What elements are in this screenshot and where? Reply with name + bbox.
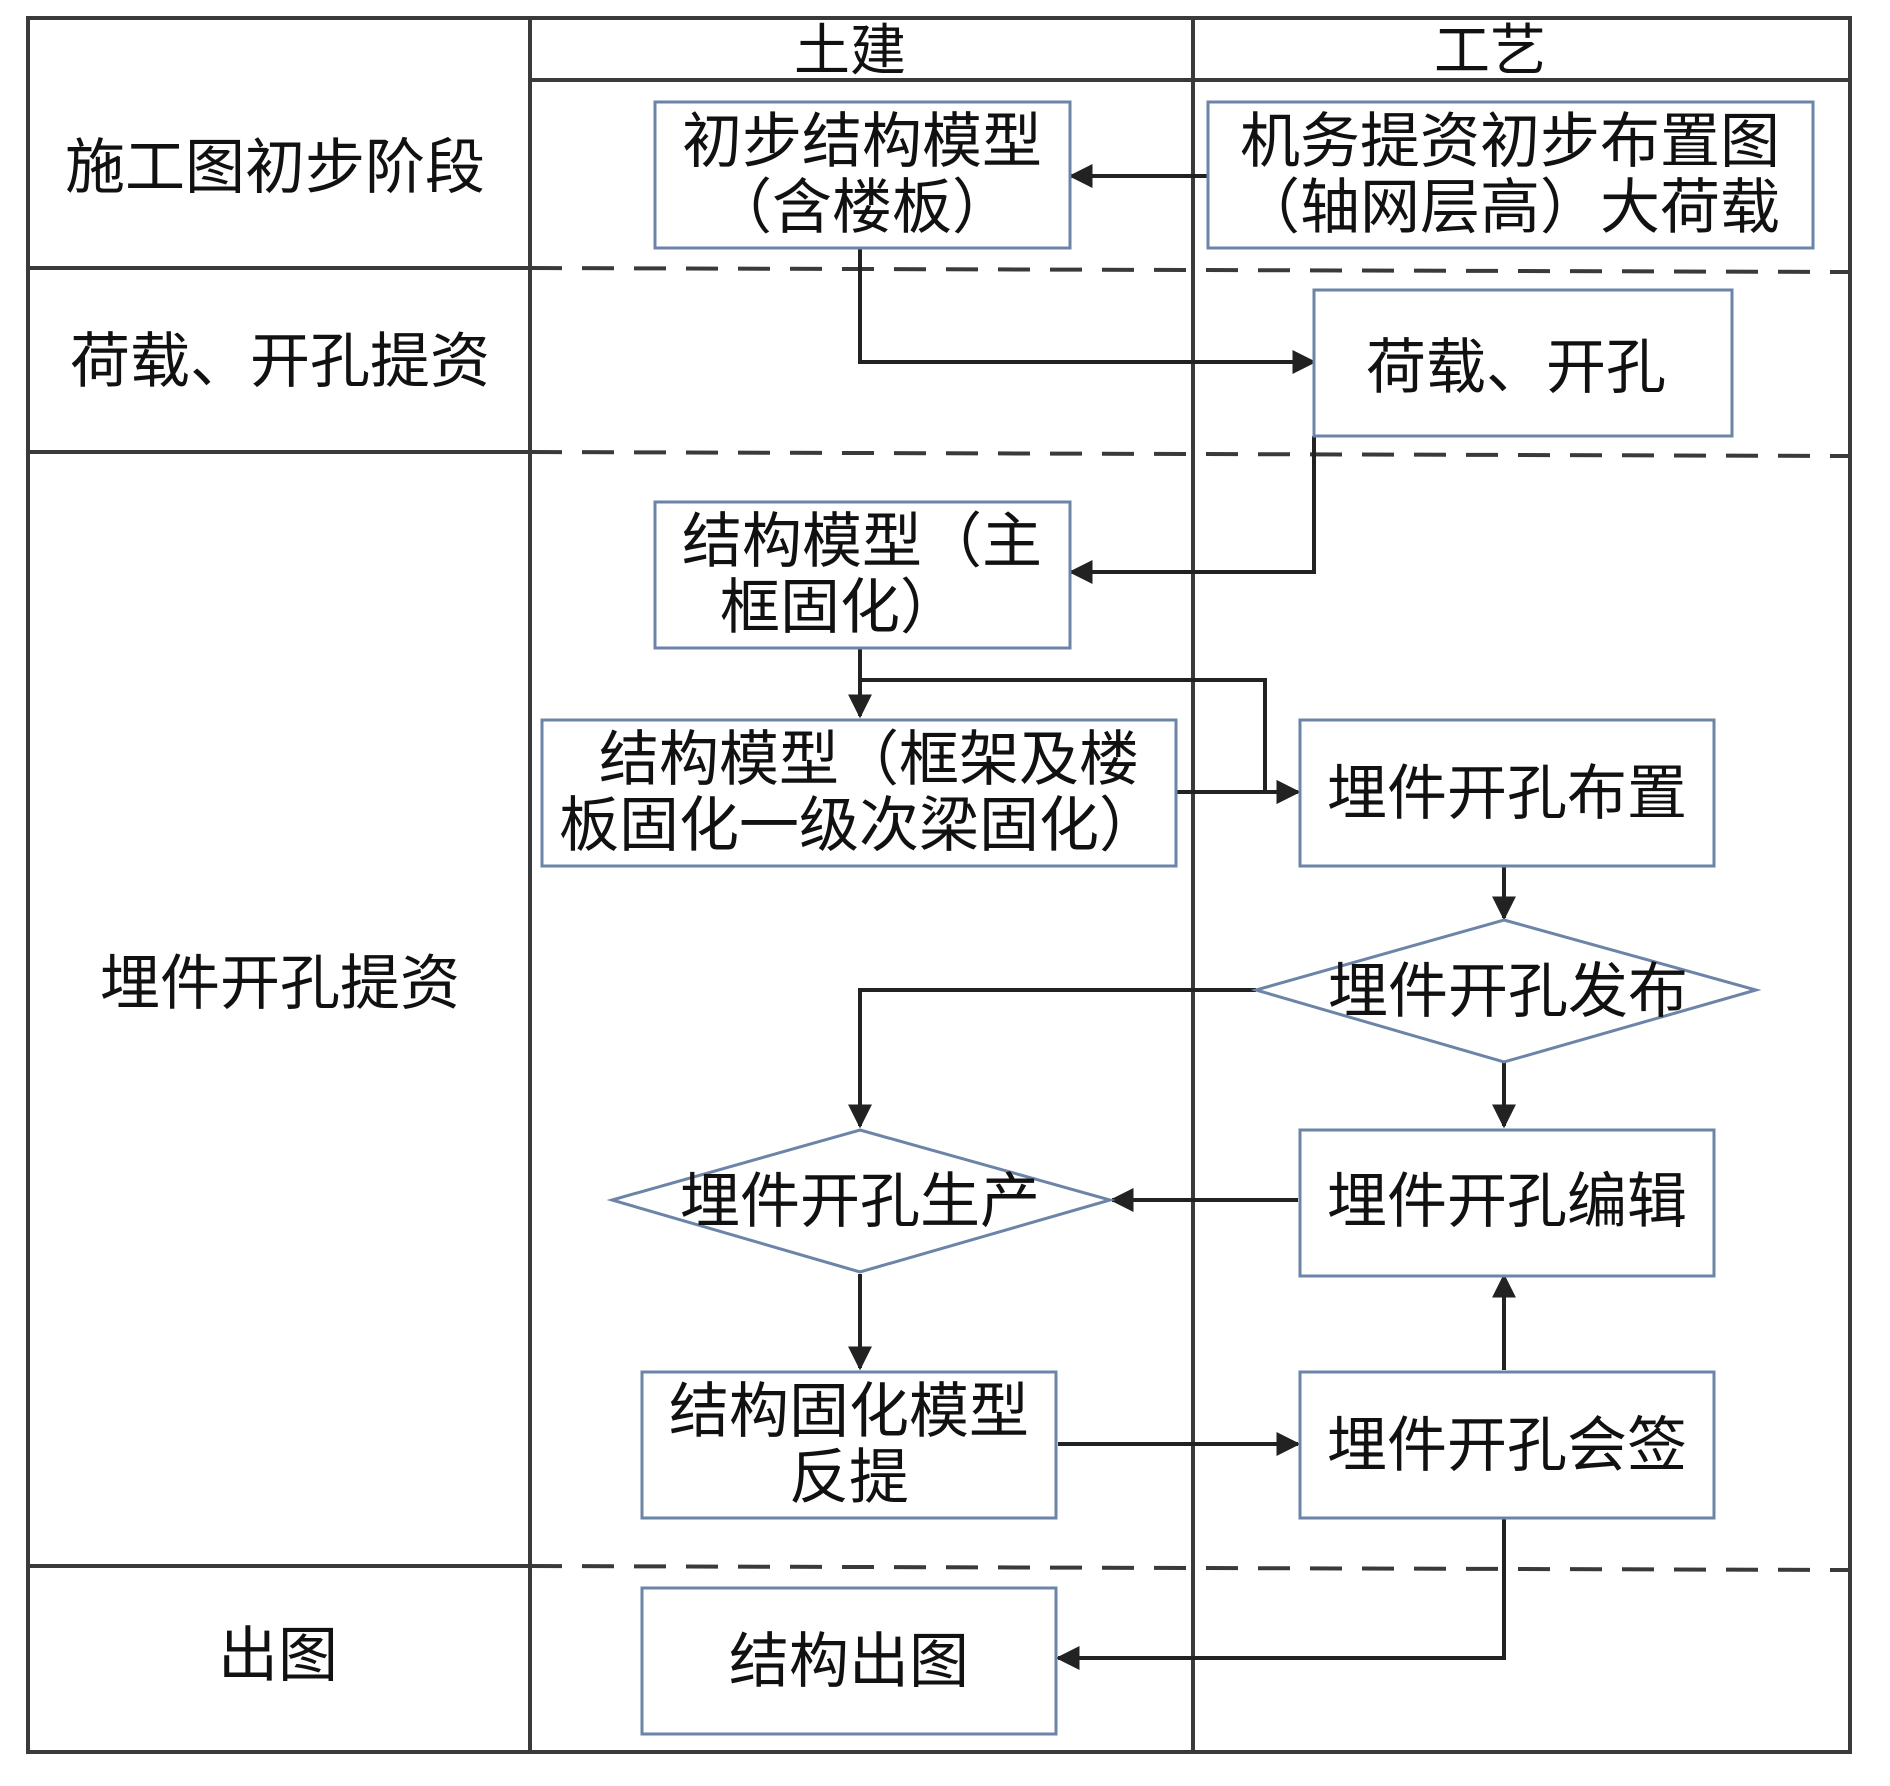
box-embed-signoff-line-1: 埋件开孔会签 [1327, 1411, 1687, 1481]
box-main-frame-model-line-2: 框固化） [720, 573, 960, 643]
outer-frame [26, 16, 1852, 1754]
box-prelim-model: 初步结构模型 （含楼板） [653, 100, 1072, 250]
box-main-frame-model: 结构模型（主 框固化） [653, 500, 1072, 650]
phase-label-preliminary: 施工图初步阶段 [65, 133, 485, 203]
lane-header-process: 工艺 [1434, 19, 1546, 84]
box-equipment-layout-line-1: 机务提资初步布置图 [1240, 107, 1780, 177]
box-frame-slab-model: 结构模型（框架及楼 板固化一级次梁固化） [540, 718, 1178, 868]
diamond-embed-generate-label: 埋件开孔生产 [680, 1167, 1040, 1237]
box-load-openings: 荷载、开孔 [1312, 288, 1734, 438]
box-prelim-model-line-2: （含楼板） [712, 173, 1012, 243]
box-embed-signoff: 埋件开孔会签 [1298, 1370, 1716, 1520]
phase-label-load-openings: 荷载、开孔提资 [70, 327, 490, 397]
connector-signoff-to-drawing [1055, 1518, 1506, 1670]
box-embed-edit: 埋件开孔编辑 [1298, 1128, 1716, 1278]
phase-separator-1-dashed [529, 266, 1851, 274]
phase-label-drawing: 出图 [218, 1621, 338, 1691]
box-solidified-feedback: 结构固化模型 反提 [640, 1370, 1058, 1520]
box-embed-layout-line-1: 埋件开孔布置 [1327, 759, 1687, 829]
box-frame-slab-model-line-2: 板固化一级次梁固化） [559, 791, 1159, 861]
diamond-embed-release-label: 埋件开孔发布 [1328, 957, 1688, 1027]
box-structural-drawing-line-1: 结构出图 [729, 1627, 969, 1697]
phase-separator-2-dashed [529, 450, 1851, 458]
box-embed-edit-line-1: 埋件开孔编辑 [1327, 1167, 1687, 1237]
box-frame-slab-model-line-1: 结构模型（框架及楼 [599, 725, 1139, 795]
connector-loads-to-mainframe [1068, 436, 1316, 584]
phase-label-embedded-parts: 埋件开孔提资 [100, 949, 460, 1019]
diamond-embed-generate: 埋件开孔生产 [606, 1128, 1116, 1274]
connector-release-to-generate [848, 988, 1256, 1129]
phase-separator-3-dashed [529, 1564, 1851, 1572]
box-load-openings-line-1: 荷载、开孔 [1366, 333, 1666, 403]
box-solidified-feedback-line-1: 结构固化模型 [669, 1377, 1029, 1447]
connector-prelim-to-loads [858, 248, 1317, 374]
box-solidified-feedback-line-2: 反提 [789, 1443, 909, 1513]
box-structural-drawing: 结构出图 [640, 1586, 1058, 1736]
lane-header-civil: 土建 [794, 19, 906, 84]
box-equipment-layout: 机务提资初步布置图 （轴网层高）大荷载 [1206, 100, 1815, 250]
box-main-frame-model-line-1: 结构模型（主 [682, 507, 1042, 577]
box-prelim-model-line-1: 初步结构模型 [682, 107, 1042, 177]
box-equipment-layout-line-2: （轴网层高）大荷载 [1240, 173, 1780, 243]
box-embed-layout: 埋件开孔布置 [1298, 718, 1716, 868]
diamond-embed-release: 埋件开孔发布 [1250, 918, 1762, 1064]
